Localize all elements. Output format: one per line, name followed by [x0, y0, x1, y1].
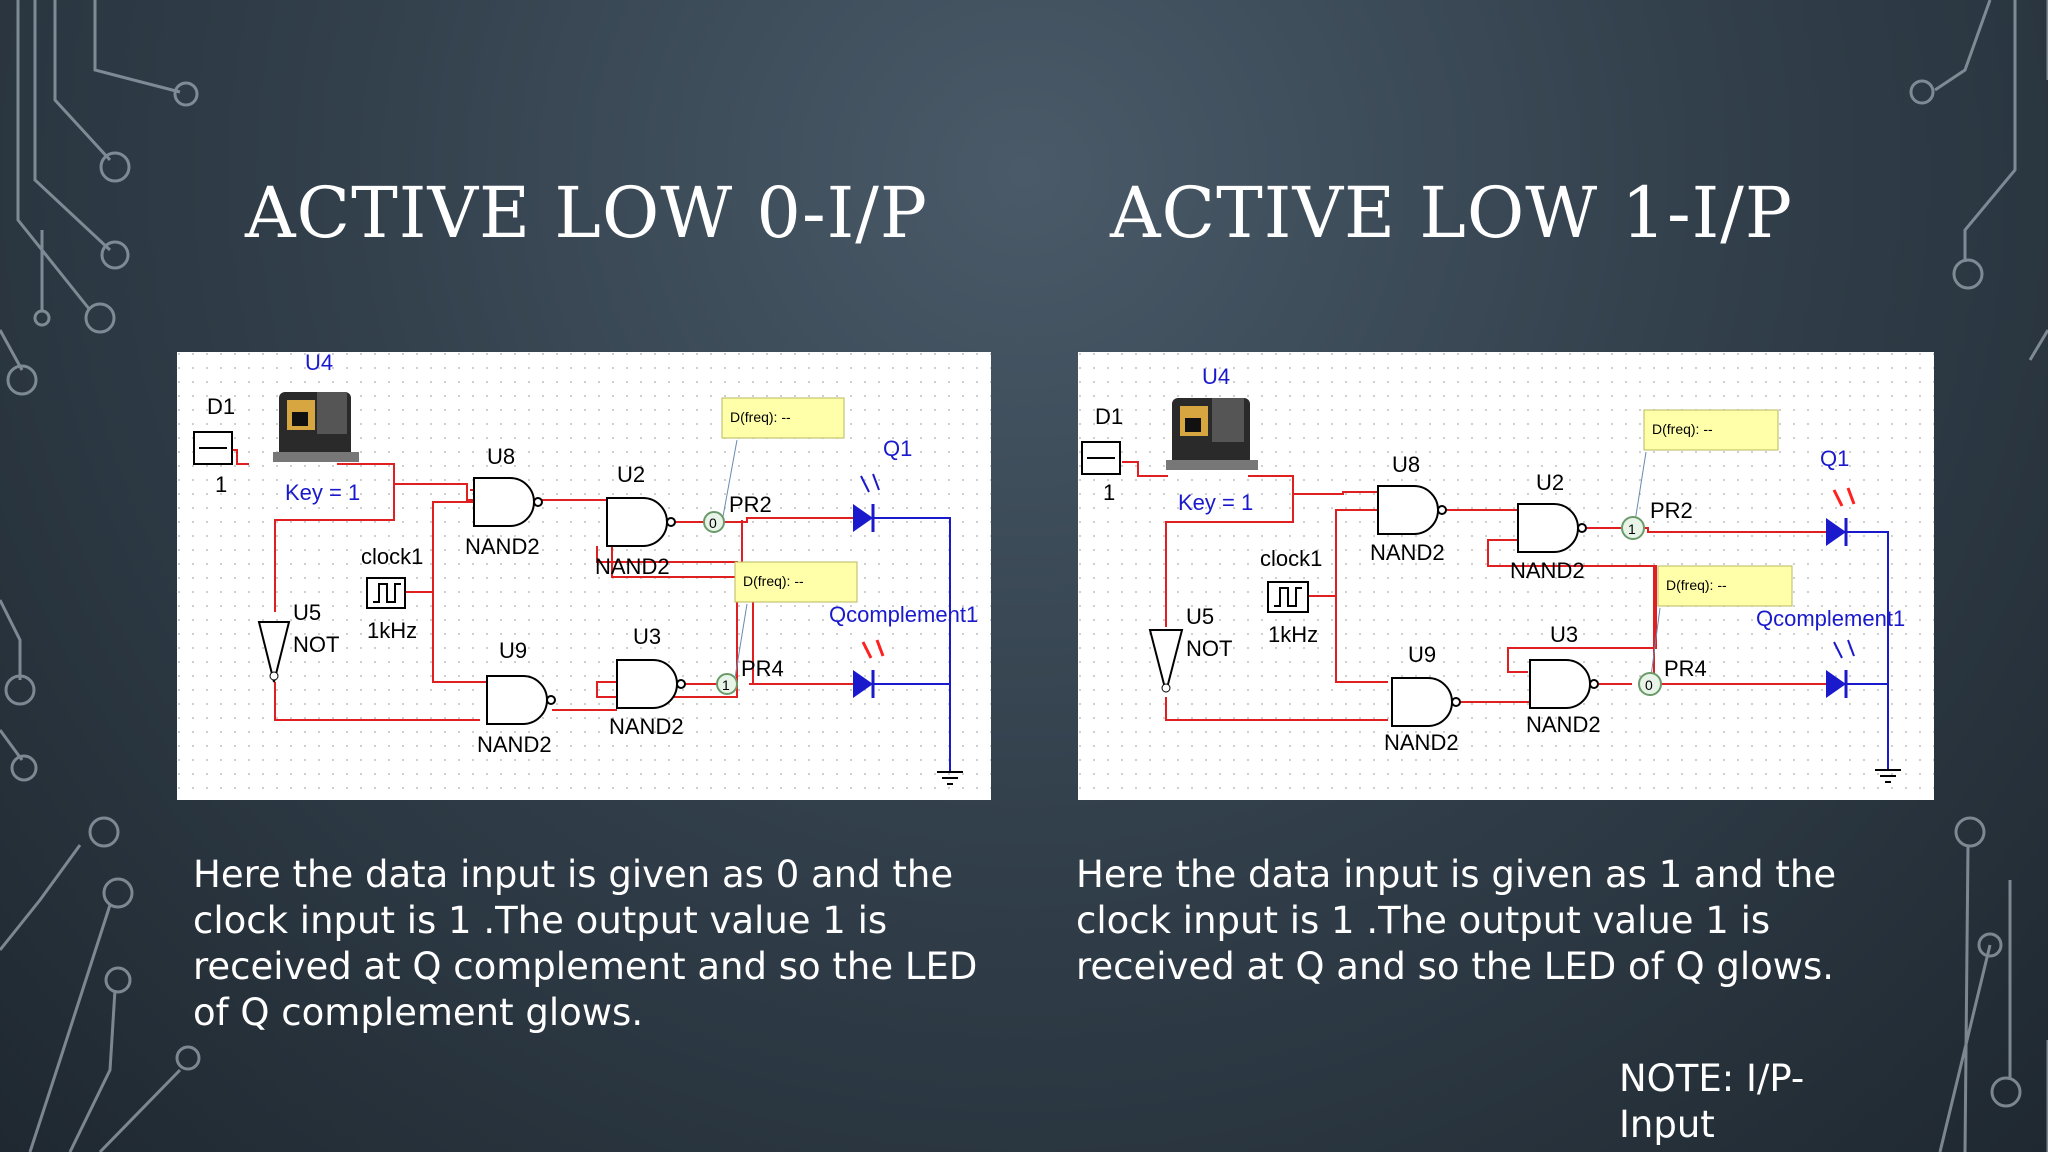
probe-pr4-icon [1638, 672, 1662, 696]
clock-label: clock1 [361, 544, 423, 569]
q1-label: Q1 [1820, 446, 1849, 471]
probe-pr2-box [1643, 409, 1779, 451]
u3-type-label: NAND2 [1526, 712, 1601, 737]
led-qcomplement-icon [1826, 639, 1855, 698]
nand-gate-u2-icon [1517, 503, 1579, 553]
left-title: ACTIVE LOW 0-I/P [245, 172, 928, 254]
probe-pr2-value: 1 [1628, 521, 1636, 537]
led-q1-icon [1826, 487, 1856, 546]
nand-gate-u9-icon [1391, 677, 1453, 727]
u4-label: U4 [305, 352, 333, 375]
u5-label: U5 [293, 600, 321, 625]
d1-value: 1 [1103, 480, 1115, 505]
u2-type-label: NAND2 [595, 554, 670, 579]
u2-type-label: NAND2 [1510, 558, 1585, 583]
probe-pr2-icon [1621, 516, 1645, 540]
probe-pr2-box [721, 397, 845, 439]
probe-pr2-text: D(freq): -- [730, 409, 791, 425]
d1-value: 1 [215, 472, 227, 497]
u3-label: U3 [633, 624, 661, 649]
probe-pr4-value: 0 [1645, 677, 1653, 693]
clock-label: clock1 [1260, 546, 1322, 571]
u9-type-label: NAND2 [1384, 730, 1459, 755]
circuit-diagram-right: D1 1 U4 Key = 1 clock1 1kHz U5 NOT U8 NA… [1078, 352, 1934, 800]
led-qcomplement-icon [853, 639, 885, 698]
key-switch-icon [273, 392, 359, 462]
not-gate-icon [257, 621, 291, 683]
qcomplement-label: Qcomplement1 [1756, 606, 1905, 631]
probe-pr4-icon [716, 673, 738, 695]
pr2-label: PR2 [729, 492, 772, 517]
probe-pr4-text: D(freq): -- [743, 573, 804, 589]
d1-label: D1 [207, 394, 235, 419]
key-label: Key = 1 [285, 480, 360, 505]
probe-pr4-value: 1 [722, 677, 730, 693]
probe-pr4-box [1657, 565, 1793, 607]
not-label: NOT [293, 632, 339, 657]
nand-gate-u3-icon [616, 659, 678, 709]
u8-label: U8 [487, 444, 515, 469]
u2-label: U2 [1536, 470, 1564, 495]
led-q1-icon [853, 473, 880, 532]
nand-gate-u8-icon [473, 477, 535, 527]
u3-label: U3 [1550, 622, 1578, 647]
probe-pr4-box [734, 561, 858, 603]
not-gate-icon [1148, 629, 1184, 693]
u4-label: U4 [1202, 364, 1230, 389]
u3-type-label: NAND2 [609, 714, 684, 739]
key-label: Key = 1 [1178, 490, 1253, 515]
nand-gate-u2-icon [606, 497, 668, 547]
u8-label: U8 [1392, 452, 1420, 477]
nand-gate-u8-icon [1377, 485, 1439, 535]
freq-label: 1kHz [1268, 622, 1318, 647]
right-description: Here the data input is given as 1 and th… [1076, 853, 1837, 988]
nand-gate-u9-icon [486, 675, 548, 725]
probe-pr2-value: 0 [709, 515, 717, 531]
pr4-label: PR4 [741, 656, 784, 681]
u9-label: U9 [499, 638, 527, 663]
probe-pr2-icon [703, 511, 725, 533]
pr4-label: PR4 [1664, 656, 1707, 681]
circuit-diagram-left: D1 1 U4 Key = 1 clock1 1kHz U5 NOT U8 NA… [177, 352, 991, 800]
u9-label: U9 [1408, 642, 1436, 667]
circuit-panel-left: D1 1 U4 Key = 1 clock1 1kHz U5 NOT U8 NA… [177, 352, 991, 800]
u8-type-label: NAND2 [465, 534, 540, 559]
qcomplement-label: Qcomplement1 [829, 602, 978, 627]
u5-label: U5 [1186, 604, 1214, 629]
nand-gate-u3-icon [1529, 659, 1591, 709]
note-text: NOTE: I/P- Input [1619, 1057, 1805, 1146]
u2-label: U2 [617, 462, 645, 487]
freq-label: 1kHz [367, 618, 417, 643]
key-switch-icon [1166, 398, 1258, 470]
not-label: NOT [1186, 636, 1232, 661]
right-title: ACTIVE LOW 1-I/P [1110, 172, 1793, 254]
circuit-panel-right: D1 1 U4 Key = 1 clock1 1kHz U5 NOT U8 NA… [1078, 352, 1934, 800]
d1-label: D1 [1095, 404, 1123, 429]
probe-pr4-text: D(freq): -- [1666, 577, 1727, 593]
probe-pr2-text: D(freq): -- [1652, 421, 1713, 437]
u8-type-label: NAND2 [1370, 540, 1445, 565]
u9-type-label: NAND2 [477, 732, 552, 757]
pr2-label: PR2 [1650, 498, 1693, 523]
q1-label: Q1 [883, 436, 912, 461]
left-description: Here the data input is given as 0 and th… [193, 853, 978, 1034]
